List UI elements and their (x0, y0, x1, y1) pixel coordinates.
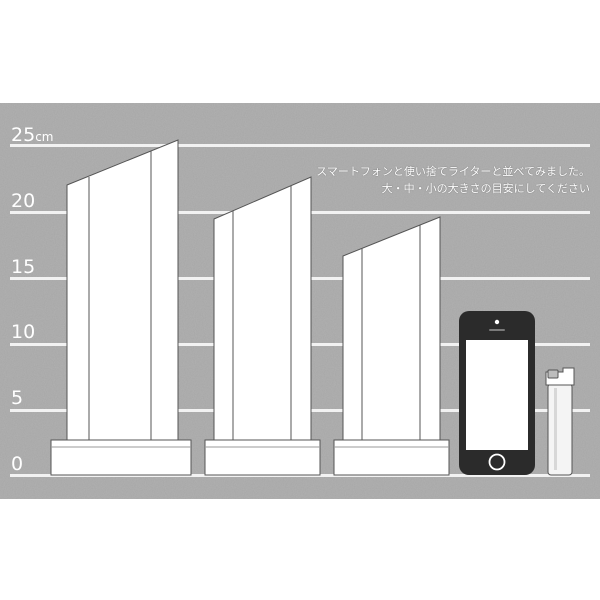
tick-label-25: 25cm (11, 124, 54, 146)
trophy-large-body (66, 139, 179, 441)
tick-label-15: 15 (11, 256, 36, 278)
lighter-wheel (547, 369, 559, 379)
tick-label-0: 0 (11, 453, 24, 475)
caption-line-1: スマートフォンと使い捨てライターと並べてみました。 (316, 165, 590, 178)
trophy-small-body (342, 216, 441, 441)
trophy-small-base (333, 439, 450, 476)
smartphone-screen (466, 340, 528, 450)
caption-line-2: 大・中・小の大きさの目安にしてください (381, 182, 590, 195)
trophy-large-base (50, 439, 192, 476)
trophy-medium-base (204, 439, 321, 476)
tick-label-10: 10 (11, 321, 36, 343)
lighter-shine (554, 388, 557, 470)
lighter (545, 367, 575, 476)
smartphone (459, 311, 535, 475)
tick-label-5: 5 (11, 387, 24, 409)
smartphone-home-button (488, 453, 506, 471)
trophy-small (333, 216, 450, 476)
trophy-medium-body (213, 176, 312, 441)
trophy-large (50, 139, 192, 476)
trophy-medium (204, 176, 321, 476)
smartphone-camera (494, 319, 500, 325)
lighter-body (547, 383, 573, 476)
smartphone-speaker (489, 329, 505, 331)
tick-label-20: 20 (11, 190, 36, 212)
gridline-25 (10, 144, 590, 147)
